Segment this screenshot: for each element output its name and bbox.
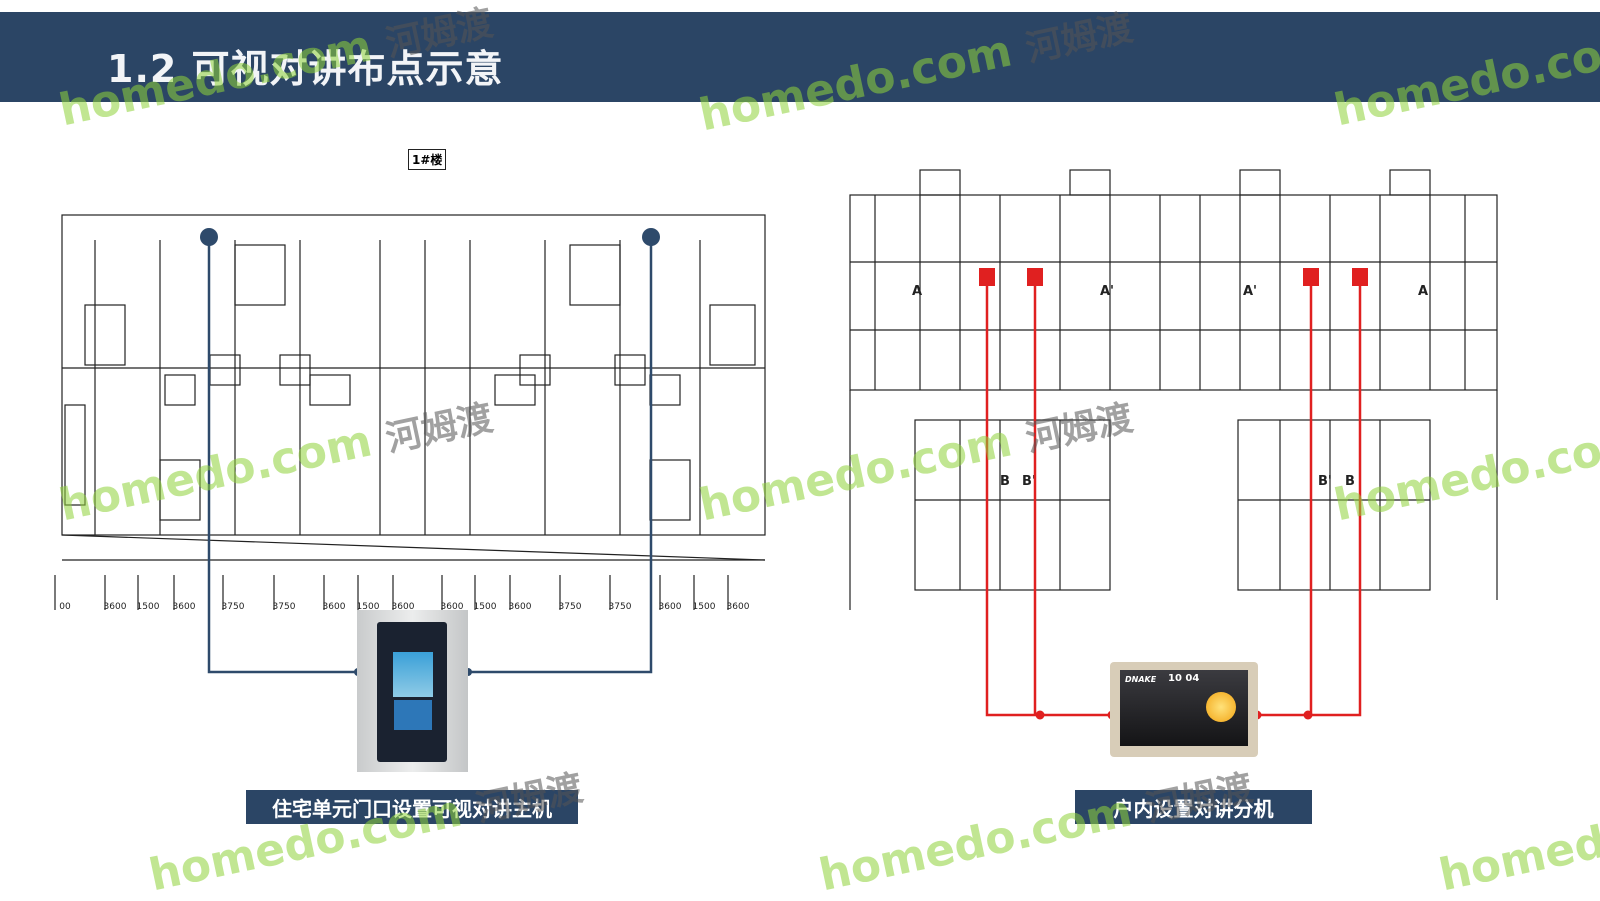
wire-node (1303, 710, 1313, 720)
dimension-label: 3600 (392, 602, 415, 612)
outdoor-station-marker (642, 228, 660, 246)
dimension-label: 00 (59, 602, 71, 612)
room (649, 459, 691, 521)
room (1389, 169, 1431, 196)
dimension-label: 3750 (222, 602, 245, 612)
wire-right (468, 245, 653, 674)
unit-label: B (1345, 474, 1355, 489)
dimension-label: 1500 (137, 602, 160, 612)
dimension-label: 1500 (474, 602, 497, 612)
room (709, 304, 756, 366)
room (919, 169, 961, 196)
room (234, 244, 286, 306)
room (569, 244, 621, 306)
left-floor-plan (54, 214, 766, 610)
plan-outline (61, 214, 766, 536)
right-floor-plan (849, 169, 1498, 610)
dimension-labels: 00 3600 1500 3600 3750 3750 3600 1500 3600 3600 15… (59, 602, 749, 612)
room (1237, 419, 1431, 591)
outdoor-wiring (207, 245, 653, 674)
dimension-label: 3600 (441, 602, 464, 612)
outdoor-intercom-station (357, 610, 468, 772)
room (1069, 169, 1111, 196)
dimension-label: 3600 (104, 602, 127, 612)
wire-left (207, 245, 358, 674)
unit-label: A (1418, 284, 1428, 299)
room (914, 419, 1111, 591)
unit-labels: A A' A' A B B' B' B (912, 284, 1428, 489)
room (84, 304, 126, 366)
indoor-wiring (985, 285, 1362, 717)
dimension-label: 3600 (727, 602, 750, 612)
room (1239, 169, 1281, 196)
outdoor-station-marker (200, 228, 218, 246)
wire-node (1035, 710, 1045, 720)
indoor-unit-marker (1352, 268, 1368, 286)
caption-right: 户内设置对讲分机 (1075, 790, 1312, 824)
unit-label: A' (1100, 284, 1114, 299)
indoor-intercom-monitor: DNAKE 10 04 (1110, 662, 1258, 757)
brand-logo: DNAKE (1125, 675, 1157, 684)
dimension-label: 3750 (609, 602, 632, 612)
weather-icon (1206, 692, 1236, 722)
dimension-label: 1500 (357, 602, 380, 612)
dimension-label: 3600 (659, 602, 682, 612)
room (494, 374, 536, 406)
unit-label: B (1000, 474, 1010, 489)
unit-label: B' (1318, 474, 1332, 489)
dimension-label: 3600 (323, 602, 346, 612)
room (614, 354, 646, 386)
dimension-label: 3750 (273, 602, 296, 612)
face-display (393, 652, 433, 697)
indoor-unit-marker (979, 268, 995, 286)
room (309, 374, 351, 406)
room (279, 354, 311, 386)
plan-outline (849, 194, 1498, 391)
room (649, 374, 681, 406)
indoor-unit-marker (1303, 268, 1319, 286)
dimension-label: 1500 (693, 602, 716, 612)
dimension-label: 3600 (173, 602, 196, 612)
indoor-unit-marker (1027, 268, 1043, 286)
room (164, 374, 196, 406)
clock: 10 04 (1168, 673, 1200, 684)
unit-label: A' (1243, 284, 1257, 299)
dimension-label: 3600 (509, 602, 532, 612)
unit-label: B' (1022, 474, 1036, 489)
page-title: 1.2 可视对讲布点示意 (107, 47, 504, 91)
unit-label: A (912, 284, 922, 299)
room (64, 404, 86, 506)
dimension-label: 3750 (559, 602, 582, 612)
building-label: 1#楼 (408, 149, 447, 170)
caption-left: 住宅单元门口设置可视对讲主机 (246, 790, 578, 824)
header-bar (0, 12, 1600, 102)
room (159, 459, 201, 521)
